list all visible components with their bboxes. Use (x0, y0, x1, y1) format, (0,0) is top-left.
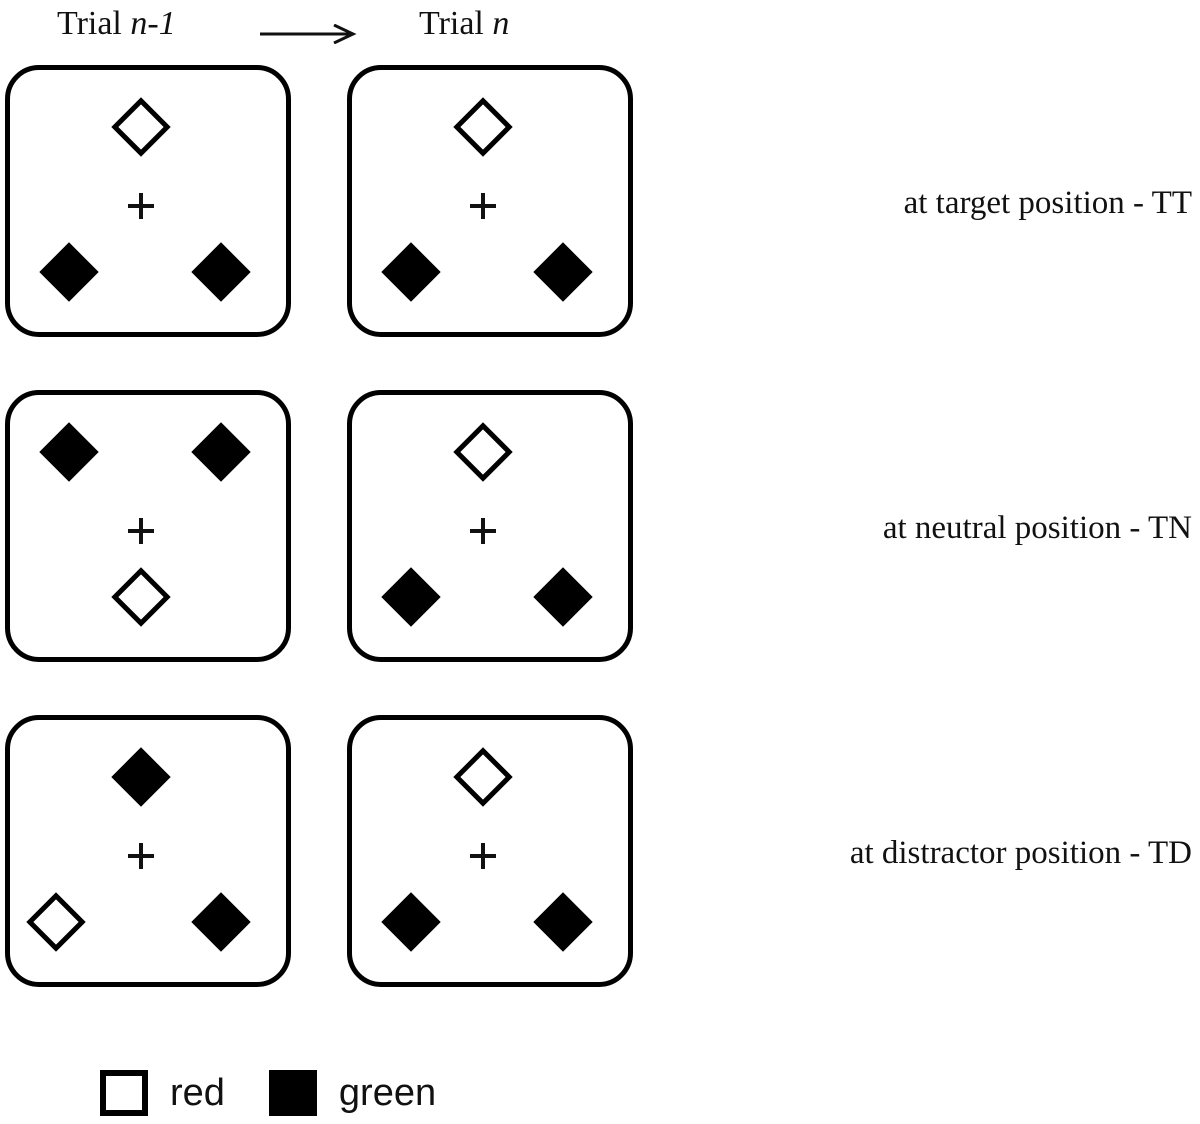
fixation-cross (470, 518, 496, 544)
stimulus-open-top-center (453, 747, 513, 807)
header-trial-previous: Trial n-1 (57, 2, 176, 46)
stimulus-filled-bottom-right (533, 242, 593, 302)
fixation-cross (128, 518, 154, 544)
condition-label-td: at distractor position - TD (849, 835, 1192, 871)
arrow-right-icon (260, 24, 357, 44)
column-headers: Trial n-1 Trial n (0, 0, 660, 56)
stimulus-filled-top-left (39, 422, 99, 482)
panel-tn-current-trial (347, 390, 633, 662)
stimulus-filled-bottom-right (533, 567, 593, 627)
stimulus-open-bottom-center (111, 567, 171, 627)
stimulus-open-top-center (111, 97, 171, 157)
panel-td-previous-trial (5, 715, 291, 987)
stimulus-filled-bottom-left (381, 567, 441, 627)
stimulus-filled-bottom-left (381, 892, 441, 952)
header-trial-previous-text: Trial (57, 5, 131, 42)
fixation-cross (128, 843, 154, 869)
stimulus-open-bottom-left (26, 892, 86, 952)
stimulus-filled-bottom-left (381, 242, 441, 302)
legend: red green (100, 1063, 480, 1123)
header-trial-previous-index: n-1 (130, 5, 176, 42)
fixation-cross (470, 843, 496, 869)
condition-label-tn: at neutral position - TN (882, 510, 1192, 546)
stimulus-open-top-center (453, 422, 513, 482)
header-trial-current-text: Trial (419, 5, 493, 42)
legend-swatch-green (268, 1070, 317, 1116)
trial-panel-grid (0, 0, 660, 1000)
legend-label-green: green (338, 1072, 437, 1114)
stimulus-filled-bottom-right (191, 892, 251, 952)
stimulus-filled-bottom-right (533, 892, 593, 952)
stimulus-open-top-center (453, 97, 513, 157)
header-trial-current: Trial n (419, 2, 509, 46)
stimulus-filled-top-right (191, 422, 251, 482)
stimulus-filled-top-center (111, 747, 171, 807)
stimulus-filled-bottom-left (39, 242, 99, 302)
legend-swatch-red (100, 1070, 148, 1116)
panel-td-current-trial (347, 715, 633, 987)
stimulus-filled-bottom-right (191, 242, 251, 302)
header-trial-current-index: n (492, 5, 510, 42)
fixation-cross (128, 193, 154, 219)
fixation-cross (470, 193, 496, 219)
panel-tt-current-trial (347, 65, 633, 337)
panel-tn-previous-trial (5, 390, 291, 662)
legend-label-red: red (170, 1072, 225, 1114)
condition-label-tt: at target position - TT (903, 185, 1192, 221)
panel-tt-previous-trial (5, 65, 291, 337)
